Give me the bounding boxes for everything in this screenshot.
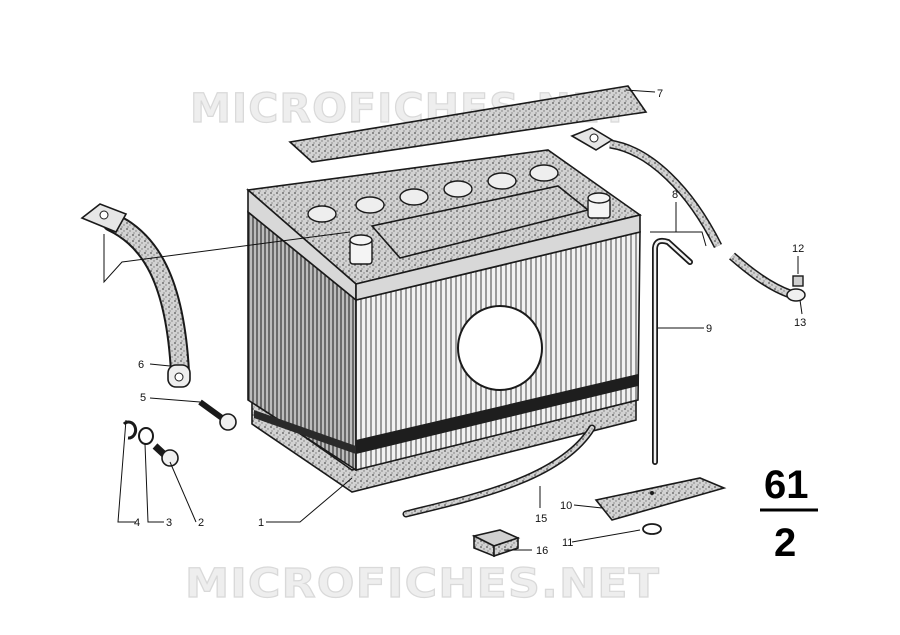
part-15-vent-hose xyxy=(402,424,596,518)
callout-4: 4 xyxy=(134,517,140,529)
watermark-bottom: MICROFICHES.NET xyxy=(185,561,660,607)
leader-lines xyxy=(103,89,803,551)
callout-8: 8 xyxy=(672,189,678,201)
callout-7: 7 xyxy=(657,88,663,100)
part-16-block xyxy=(471,529,521,558)
part-7-gasket-strip xyxy=(288,85,648,163)
part-10-clamp-plate xyxy=(594,477,727,521)
callout-9: 9 xyxy=(706,323,712,335)
part-6-ground-strap xyxy=(80,203,191,388)
callout-11: 11 xyxy=(562,537,573,549)
callout-5: 5 xyxy=(140,392,146,404)
part-12-nut xyxy=(792,275,804,287)
callout-3: 3 xyxy=(166,517,172,529)
positive-battery-cable xyxy=(570,127,806,302)
section-page: 2 xyxy=(774,521,796,565)
callout-2: 2 xyxy=(198,517,204,529)
part-9-j-bolt xyxy=(652,237,693,465)
section-identifier: 61 2 xyxy=(760,463,818,565)
part-3-washer xyxy=(138,427,154,445)
callout-10: 10 xyxy=(560,500,572,512)
battery-terminals xyxy=(349,192,611,265)
callout-15: 15 xyxy=(535,513,547,525)
callout-6: 6 xyxy=(138,359,144,371)
part-1-battery xyxy=(246,149,642,493)
part-2-bolt xyxy=(152,443,179,467)
part-4-spring-washer xyxy=(122,420,138,440)
cell-caps xyxy=(307,164,559,223)
callout-13: 13 xyxy=(794,317,806,329)
callout-16: 16 xyxy=(536,545,548,557)
part-5-screw xyxy=(198,399,237,431)
callout-12: 12 xyxy=(792,243,804,255)
callout-1: 1 xyxy=(258,517,264,529)
part-11-washer xyxy=(642,523,662,535)
section-number: 61 xyxy=(764,463,809,507)
